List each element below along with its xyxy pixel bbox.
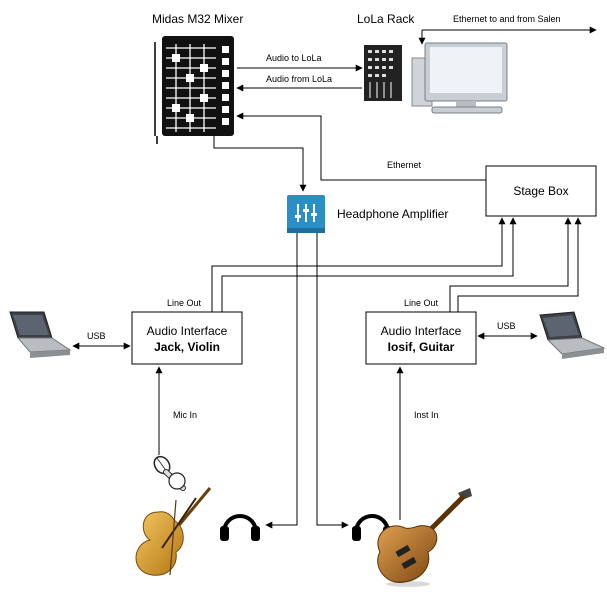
usb-left-label: USB	[87, 331, 106, 341]
headphone-amp-label: Headphone Amplifier	[337, 207, 448, 221]
usb-right-label: USB	[497, 321, 516, 331]
audio-interface-left-subtitle: Jack, Violin	[154, 340, 220, 354]
desktop-computer-icon	[411, 42, 508, 114]
audio-interface-left	[131, 311, 243, 365]
audio-from-lola-label: Audio from LoLa	[266, 74, 332, 84]
violin-icon	[135, 487, 212, 576]
guitar-icon	[377, 488, 472, 587]
mixer-label: Midas M32 Mixer	[152, 12, 243, 26]
line-out-right-label: Line Out	[404, 298, 439, 308]
headphone-amp-icon	[287, 195, 325, 233]
audio-interface-right	[365, 311, 477, 365]
laptop-icon	[539, 311, 606, 359]
ethernet-line	[236, 112, 486, 181]
laptop-icon	[9, 311, 72, 358]
audio-to-lola-label: Audio to LoLa	[266, 53, 322, 63]
line-out-left-label: Line Out	[167, 298, 202, 308]
stage-box-label: Stage Box	[513, 184, 568, 198]
stage-box	[485, 165, 597, 217]
mixer-icon	[154, 36, 234, 144]
line-out-right-1	[449, 217, 572, 312]
headphones-icon	[220, 514, 260, 541]
audio-interface-left-title: Audio Interface	[147, 324, 228, 338]
line-out-left-1	[211, 217, 506, 312]
line-out-left-2	[221, 217, 517, 312]
ethernet-label: Ethernet	[387, 160, 422, 170]
mic-in-label: Mic In	[173, 410, 197, 420]
audio-interface-right-title: Audio Interface	[381, 324, 462, 338]
amp-to-headphones-left	[265, 233, 298, 529]
lola-label: LoLa Rack	[357, 12, 415, 26]
rack-icon	[364, 45, 402, 101]
inst-in-label: Inst In	[414, 410, 439, 420]
mixer-to-amp-line	[213, 136, 307, 192]
line-out-right-2	[457, 217, 582, 312]
ethernet-salen-label: Ethernet to and from Salen	[453, 14, 561, 24]
microphone-icon	[153, 455, 186, 491]
amp-to-headphones-right	[316, 233, 349, 529]
audio-interface-right-subtitle: Iosif, Guitar	[388, 340, 455, 354]
